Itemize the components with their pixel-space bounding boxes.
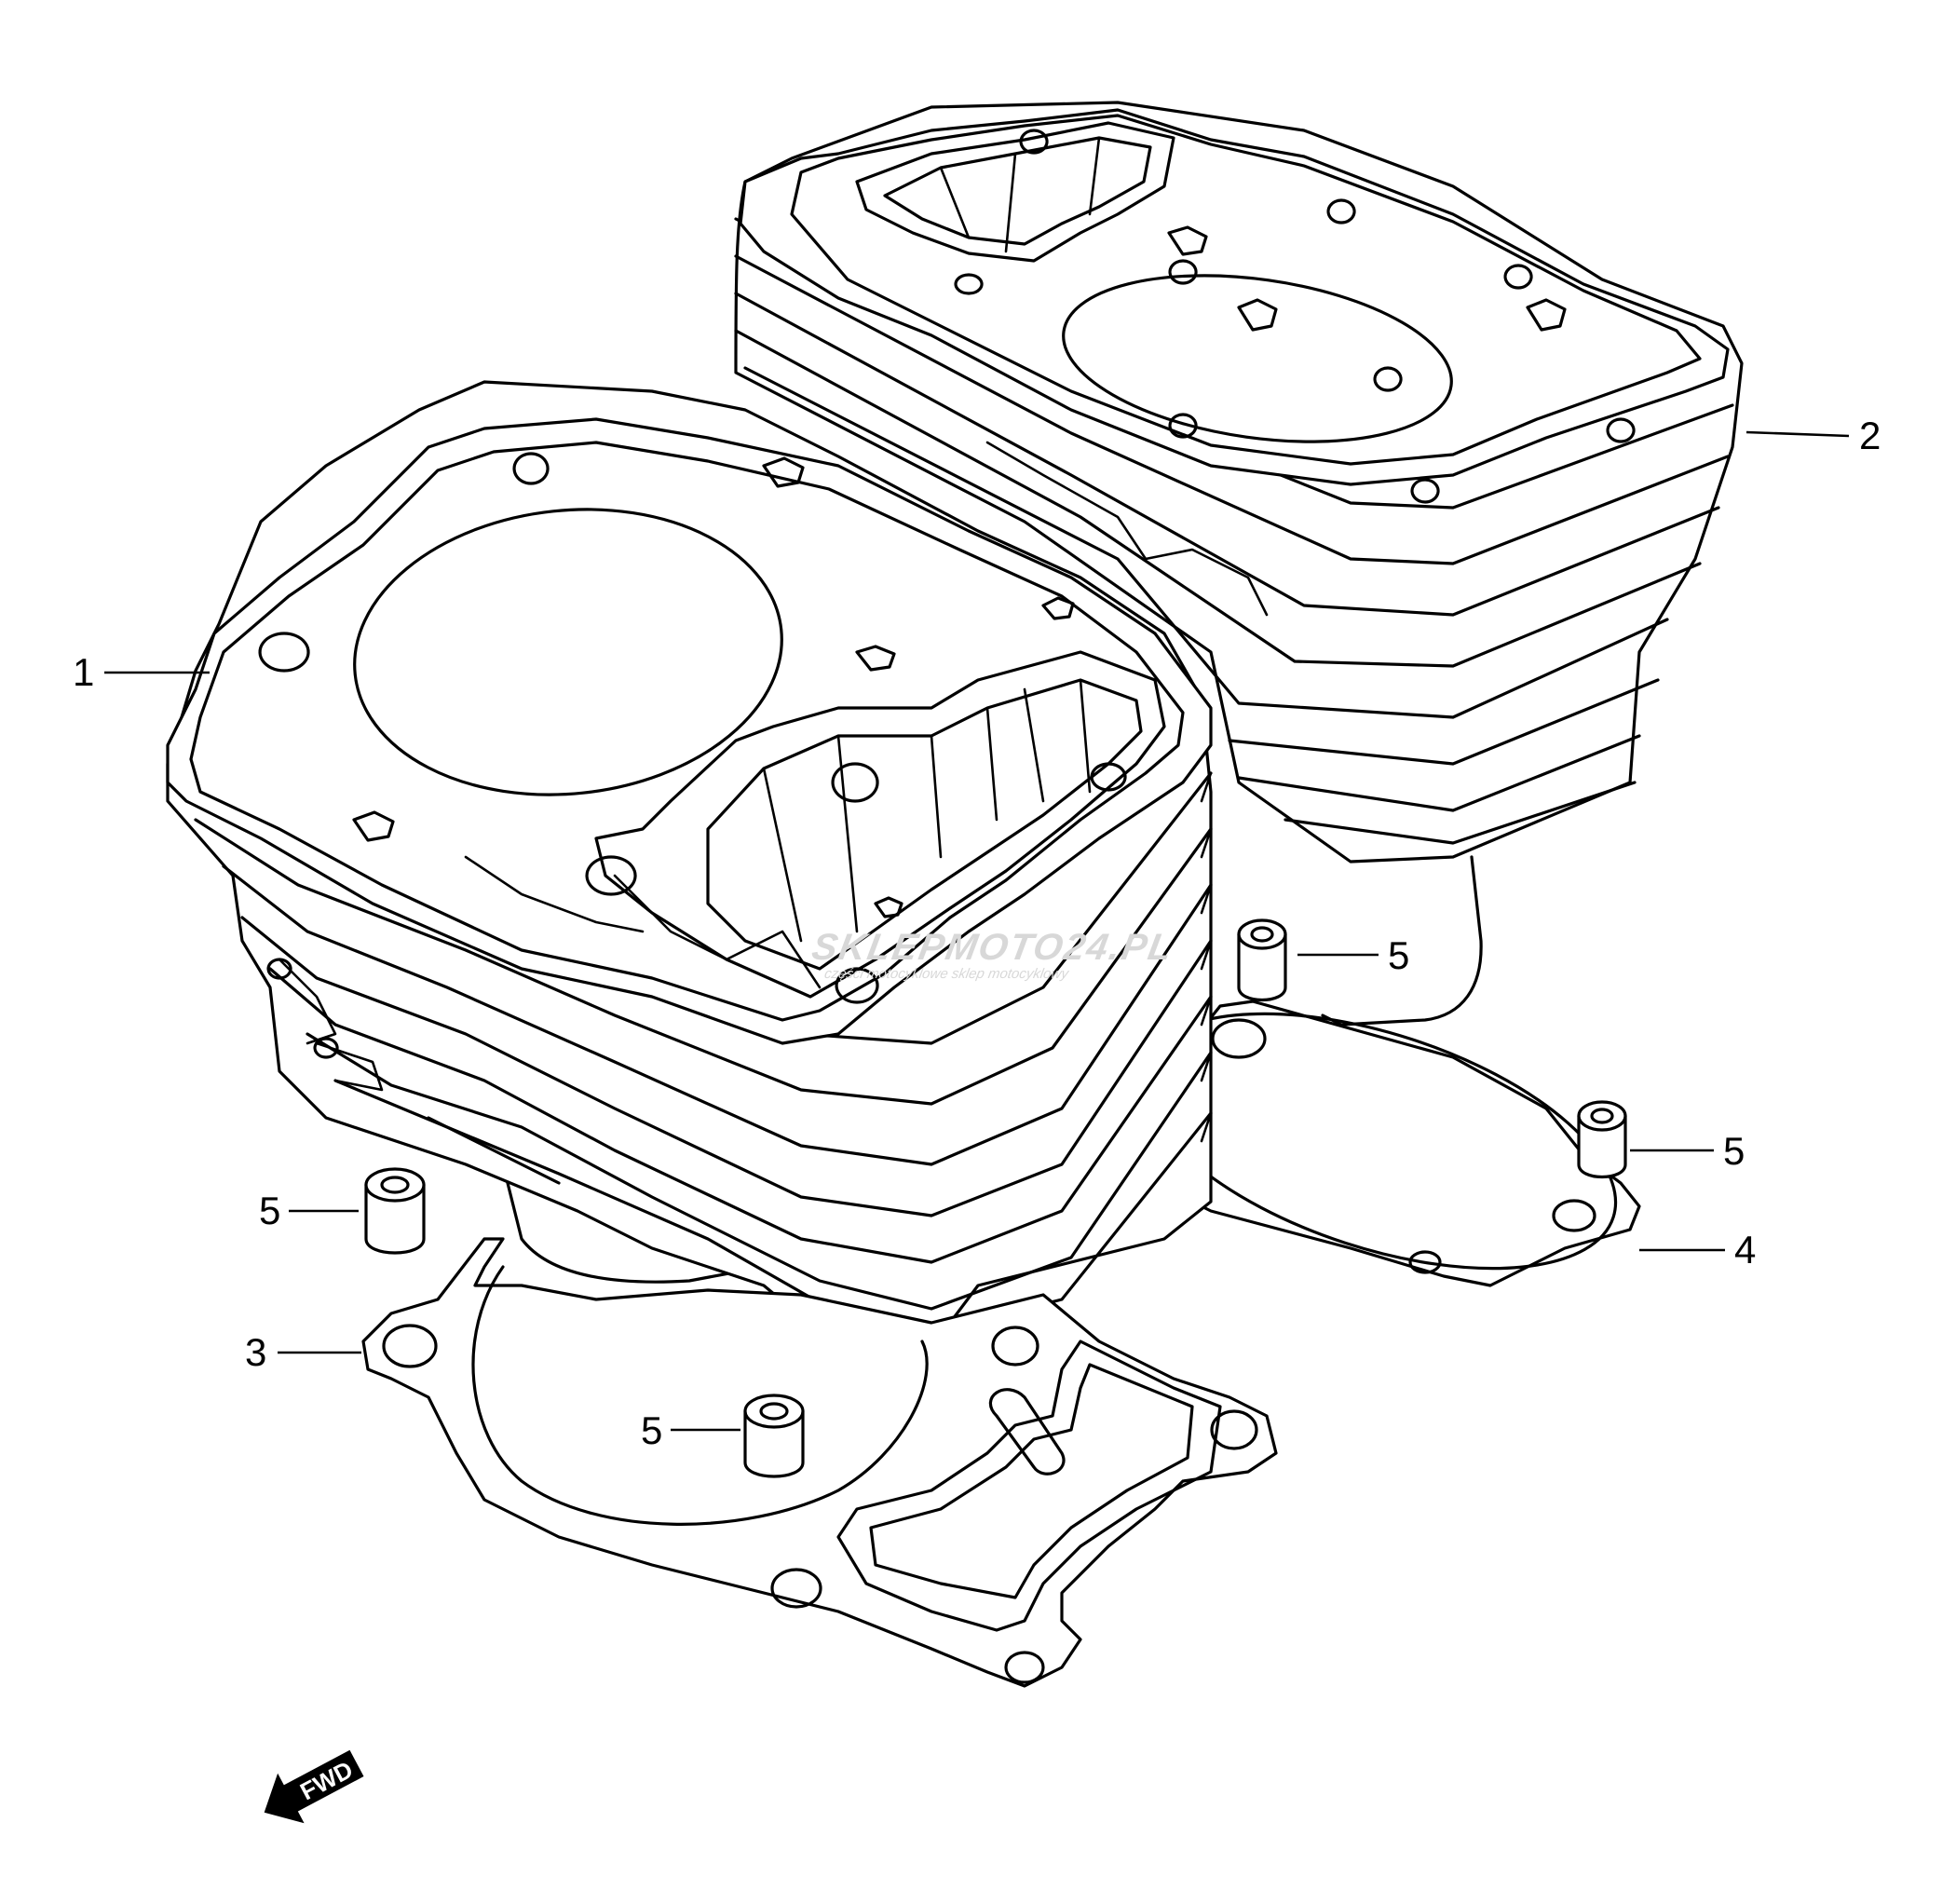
dowel-pin-a	[1237, 918, 1287, 1002]
dowel-pin-d	[743, 1394, 805, 1478]
leader-lines	[104, 430, 1850, 1432]
callout-4: 4	[1734, 1228, 1756, 1272]
fwd-arrow-icon: FWD	[264, 1749, 364, 1824]
part-2-rear-cylinder	[734, 101, 1744, 1027]
callout-5-front-lower: 5	[641, 1408, 662, 1452]
callout-5-rear-upper: 5	[1388, 933, 1409, 977]
watermark-text: SKLEPMOTO24.PL	[808, 926, 1176, 968]
watermark: SKLEPMOTO24.PL części motocyklowe sklep …	[808, 926, 1176, 982]
callouts: 1 2 3 4 5 5 5 5	[73, 414, 1881, 1452]
dowel-pin-c	[364, 1167, 426, 1255]
callout-5-rear-lower: 5	[1723, 1129, 1745, 1173]
callout-2: 2	[1859, 414, 1881, 457]
dowel-pin-b	[1577, 1100, 1627, 1179]
callout-3: 3	[245, 1330, 266, 1374]
part-3-front-base-gasket	[361, 1237, 1278, 1688]
part-1-front-cylinder	[166, 380, 1213, 1348]
watermark-subtitle: części motocyklowe sklep motocyklowy	[823, 966, 1071, 982]
callout-5-front-upper: 5	[259, 1189, 280, 1232]
callout-1: 1	[73, 650, 94, 694]
